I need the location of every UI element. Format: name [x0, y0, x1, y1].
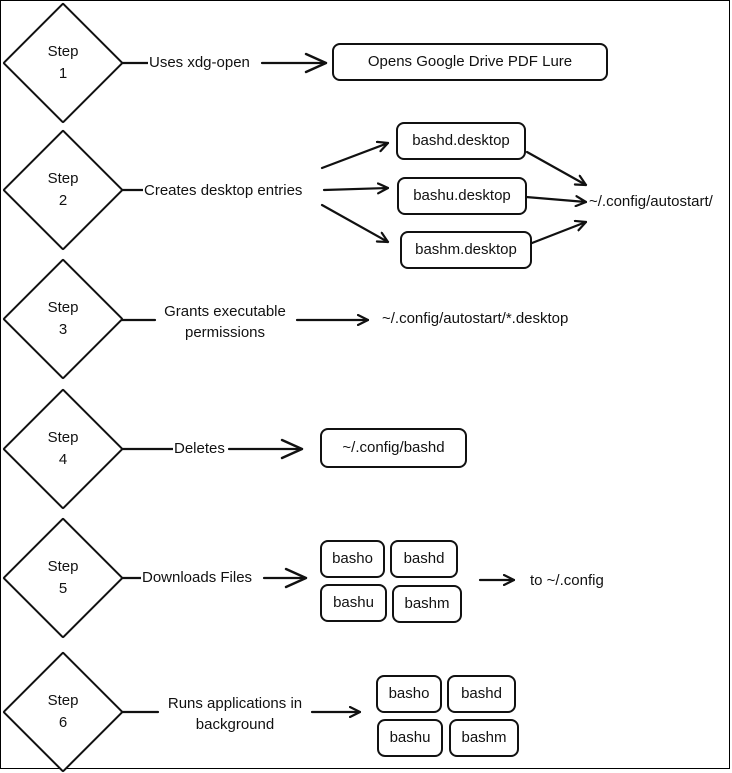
step6-diamond: Step 6 [2, 651, 124, 773]
file-box-bashm: bashm [449, 719, 519, 757]
autostart-glob-label: ~/.config/autostart/*.desktop [381, 310, 570, 327]
file-box-basho: basho [376, 675, 442, 713]
step2-diamond: Step 2 [2, 129, 124, 251]
step5-edge-label: Downloads Files [141, 569, 254, 586]
arrow-step2-to-bashu [322, 188, 390, 190]
file-box-bashm-desktop: bashm.desktop [400, 231, 532, 269]
step6-edge-label-line1: Runs applications in [167, 695, 303, 712]
file-box-basho: basho [320, 540, 385, 578]
step4-word: Step [47, 429, 79, 446]
file-box-bashd-desktop: bashd.desktop [396, 122, 526, 160]
arrow-bashu-to-autostart [524, 197, 588, 202]
step5-diamond: Step 5 [2, 517, 124, 639]
step2-number: 2 [58, 192, 68, 209]
file-box-bashu-desktop: bashu.desktop [397, 177, 527, 215]
file-box-bashu: bashu [377, 719, 443, 757]
step6-word: Step [47, 692, 79, 709]
autostart-dir-label: ~/.config/autostart/ [588, 193, 714, 210]
step4-number: 4 [58, 451, 68, 468]
arrow-step2-to-bashd [320, 143, 390, 170]
step4-diamond: Step 4 [2, 388, 124, 510]
step1-diamond: Step 1 [2, 2, 124, 124]
step3-edge-label-line2: permissions [184, 324, 266, 341]
file-box-bashm: bashm [392, 585, 462, 623]
arrow-step2-to-bashm [320, 203, 390, 244]
step1-number: 1 [58, 65, 68, 82]
deleted-path-box: ~/.config/bashd [320, 428, 467, 468]
step5-word: Step [47, 558, 79, 575]
step3-edge-label: Grants executable permissions [150, 301, 300, 343]
step3-edge-label-line1: Grants executable [164, 303, 286, 320]
lure-box: Opens Google Drive PDF Lure [332, 43, 608, 81]
step3-word: Step [47, 299, 79, 316]
file-box-bashd: bashd [447, 675, 516, 713]
step4-edge-label: Deletes [173, 440, 226, 457]
file-box-bashd: bashd [390, 540, 458, 578]
step2-edge-label: Creates desktop entries [143, 182, 304, 199]
step2-word: Step [47, 170, 79, 187]
step3-diamond: Step 3 [2, 258, 124, 380]
step3-number: 3 [58, 321, 68, 338]
arrow-bashm-to-autostart [530, 222, 588, 245]
step6-edge-label: Runs applications in background [150, 693, 320, 735]
step6-edge-label-line2: background [195, 716, 275, 733]
config-dest-label: to ~/.config [529, 572, 605, 589]
step6-number: 6 [58, 714, 68, 731]
file-box-bashu: bashu [320, 584, 387, 622]
arrow-bashd-to-autostart [525, 150, 588, 187]
step1-edge-label: Uses xdg-open [148, 54, 251, 71]
step1-word: Step [47, 43, 79, 60]
step5-number: 5 [58, 580, 68, 597]
